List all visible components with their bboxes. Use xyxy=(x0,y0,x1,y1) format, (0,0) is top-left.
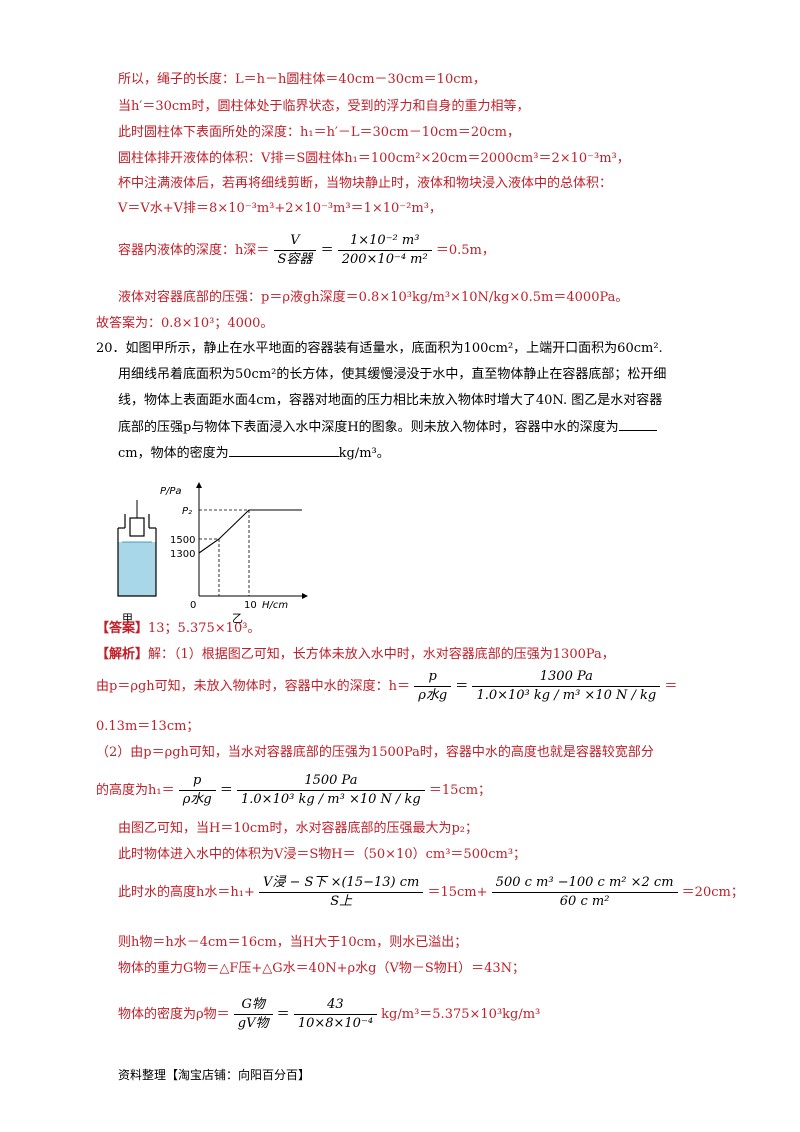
analysis-l11-eq: ＝ xyxy=(276,1007,290,1022)
depth-formula-eq: ＝ xyxy=(320,243,334,258)
analysis-line-5: 的高度为h₁＝ p ρ水g ＝ 1500 Pa 1.0×10³ kg / m³ … xyxy=(96,772,491,809)
analysis-l11-frac1: G物 gV物 xyxy=(233,996,273,1033)
analysis-l11-frac2-num: 43 xyxy=(293,996,378,1015)
q20-line-5: cm，物体的密度为 kg/m³。 xyxy=(118,444,390,463)
analysis-l2-suffix: ＝ xyxy=(664,679,678,694)
answer-blank-2 xyxy=(228,444,339,457)
solution-line-2: 当h′＝30cm时，圆柱体处于临界状态，受到的浮力和自身的重力相等， xyxy=(118,99,530,114)
analysis-line-11: 物体的密度为ρ物＝ G物 gV物 ＝ 43 10×8×10⁻⁴ kg/m³＝5.… xyxy=(118,996,540,1033)
analysis-line-6: 由图乙可知，当H＝10cm时，水对容器底部的压强最大为p₂； xyxy=(118,821,479,836)
analysis-l2-prefix: 由p＝ρgh可知，未放入物体时，容器中水的深度：h＝ xyxy=(96,679,411,694)
analysis-l8-frac2-den: 60 c m² xyxy=(559,894,610,909)
solution-line-6: V＝V水+V排＝8×10⁻³m³+2×10⁻³m³＝1×10⁻²m³， xyxy=(118,201,442,216)
container-diagram xyxy=(117,500,157,597)
q20-line-1: 20．如图甲所示，静止在水平地面的容器装有适量水，底面积为100cm²，上端开口… xyxy=(96,341,663,356)
analysis-l8-frac1: V浸 − S下 ×(15−13) cm S上 xyxy=(259,874,424,911)
analysis-line-10: 物体的重力G物＝△F压+△G水＝40N+ρ水g（V物－S物H）＝43N； xyxy=(118,961,525,976)
x-axis-label: H/cm xyxy=(262,600,288,611)
analysis-l11-frac2-den: 10×8×10⁻⁴ xyxy=(297,1016,374,1031)
analysis-l11-prefix: 物体的密度为ρ物＝ xyxy=(118,1007,230,1022)
pressure-graph: P/Pa H/cm P₂ 1500 1300 0 10 xyxy=(160,482,308,611)
analysis-l5-frac2-den: 1.0×10³ kg / m³ ×10 N / kg xyxy=(241,792,421,807)
tick-p2: P₂ xyxy=(182,506,192,517)
depth-fraction-2-den: 200×10⁻⁴ m² xyxy=(341,252,428,267)
water-fill xyxy=(118,542,156,596)
solution-line-1: 所以，绳子的长度：L＝h－h圆柱体＝40cm－30cm＝10cm， xyxy=(118,72,486,87)
tick-10: 10 xyxy=(244,600,257,611)
analysis-l8-mid: ＝15cm+ xyxy=(427,885,488,900)
analysis-line-4: （2）由p＝ρgh可知，当水对容器底部的压强为1500Pa时，容器中水的高度也就… xyxy=(96,745,654,760)
solution-line-4: 圆柱体排开液体的体积：V排＝S圆柱体h₁＝100cm²×20cm＝2000cm³… xyxy=(118,151,630,166)
analysis-l2-frac1: p ρ水g xyxy=(414,668,452,705)
depth-formula: 容器内液体的深度：h深＝ V S容器 ＝ 1×10⁻² m³ 200×10⁻⁴ … xyxy=(118,232,495,269)
depth-fraction-1: V S容器 xyxy=(273,232,317,269)
analysis-l2-frac2-den: 1.0×10³ kg / m³ ×10 N / kg xyxy=(476,688,657,703)
container-wide-part xyxy=(117,528,157,597)
answer-q20: 【答案】13；5.375×10³。 xyxy=(96,620,260,638)
solution-line-3: 此时圆柱体下表面所处的深度：h₁＝h′－L＝30cm－10cm＝20cm， xyxy=(118,125,520,140)
analysis-l5-frac1-num: p xyxy=(178,772,216,791)
analysis-line-3: 0.13m＝13cm； xyxy=(96,719,200,734)
previous-answer: 故答案为：0.8×10³；4000。 xyxy=(96,316,274,331)
answer-text: 13；5.375×10³。 xyxy=(148,621,261,636)
pressure-line: 液体对容器底部的压强：p＝ρ液gh深度＝0.8×10³kg/m³×10N/kg×… xyxy=(118,290,629,305)
answer-tag: 【答案】 xyxy=(96,621,149,636)
analysis-l2-frac1-num: p xyxy=(414,668,452,687)
analysis-line-2: 由p＝ρgh可知，未放入物体时，容器中水的深度：h＝ p ρ水g ＝ 1300 … xyxy=(96,668,677,705)
analysis-l2-eq: ＝ xyxy=(455,679,469,694)
figure-jia-yi: 甲 P/Pa H/cm P₂ 1500 1300 0 10 乙 xyxy=(117,482,308,625)
label-jia: 甲 xyxy=(122,612,133,625)
analysis-l5-frac2: 1500 Pa 1.0×10³ kg / m³ ×10 N / kg xyxy=(237,772,425,809)
q20-line-3: 线，物体上表面距水面4cm，容器对地面的压力相比未放入物体时增大了40N. 图乙… xyxy=(118,393,663,408)
q20-line-5-text: cm，物体的密度为 xyxy=(118,446,229,461)
q20-line-4-text: 底部的压强p与物体下表面浸入水中深度H的图象。则未放入物体时，容器中水的深度为 xyxy=(118,420,619,435)
analysis-l8-prefix: 此时水的高度h水＝h₁+ xyxy=(118,885,255,900)
analysis-l2-frac2: 1300 Pa 1.0×10³ kg / m³ ×10 N / kg xyxy=(472,668,661,705)
tick-0: 0 xyxy=(190,600,196,611)
depth-fraction-2-num: 1×10⁻² m³ xyxy=(337,232,432,251)
solution-line-5: 杯中注满液体后，若再将细线剪断，当物块静止时，液体和物块浸入液体中的总体积： xyxy=(118,176,613,191)
label-yi: 乙 xyxy=(232,612,243,625)
analysis-l1: 解：（1）根据图乙可知，长方体未放入水中时，水对容器底部的压强为1300Pa， xyxy=(148,647,615,662)
analysis-l8-frac1-num: V浸 − S下 ×(15−13) cm xyxy=(259,874,424,893)
analysis-l8-frac2-num: 500 c m³ −100 c m² ×2 cm xyxy=(491,874,678,893)
analysis-l5-prefix: 的高度为h₁＝ xyxy=(96,783,175,798)
depth-formula-prefix: 容器内液体的深度：h深＝ xyxy=(118,243,270,258)
analysis-l8-frac2: 500 c m³ −100 c m² ×2 cm 60 c m² xyxy=(491,874,678,911)
analysis-l5-frac1: p ρ水g xyxy=(178,772,216,809)
analysis-l11-frac1-den: gV物 xyxy=(237,1016,269,1031)
analysis-l5-suffix: ＝15cm； xyxy=(428,783,492,798)
analysis-l8-frac1-den: S上 xyxy=(330,894,353,909)
q20-line-5-unit: kg/m³。 xyxy=(338,446,390,461)
analysis-l11-suffix: kg/m³＝5.375×10³kg/m³ xyxy=(381,1007,541,1022)
tick-1300: 1300 xyxy=(170,549,195,560)
analysis-line-9: 则h物＝h水－4cm＝16cm，当H大于10cm，则水已溢出； xyxy=(118,935,468,950)
analysis-line-7: 此时物体进入水中的体积为V浸＝S物H＝（50×10）cm³＝500cm³； xyxy=(118,847,527,862)
cuboid-block xyxy=(129,517,145,537)
analysis-l11-frac2: 43 10×8×10⁻⁴ xyxy=(293,996,378,1033)
depth-fraction-1-den: S容器 xyxy=(277,252,313,267)
analysis-l8-suffix: ＝20cm； xyxy=(681,885,744,900)
analysis-line-8: 此时水的高度h水＝h₁+ V浸 − S下 ×(15−13) cm S上 ＝15c… xyxy=(118,874,744,911)
tick-1500: 1500 xyxy=(170,535,195,546)
analysis-tag: 【解析】 xyxy=(96,647,149,662)
analysis-l11-frac1-num: G物 xyxy=(233,996,273,1015)
depth-fraction-2: 1×10⁻² m³ 200×10⁻⁴ m² xyxy=(337,232,432,269)
analysis-line-1: 【解析】解：（1）根据图乙可知，长方体未放入水中时，水对容器底部的压强为1300… xyxy=(96,646,615,664)
analysis-l5-frac2-num: 1500 Pa xyxy=(237,772,425,791)
q20-line-4: 底部的压强p与物体下表面浸入水中深度H的图象。则未放入物体时，容器中水的深度为 xyxy=(118,418,657,437)
y-axis-label: P/Pa xyxy=(160,486,182,497)
analysis-l5-frac1-den: ρ水g xyxy=(182,792,212,807)
q20-line-2: 用细线吊着底面积为50cm²的长方体，使其缓慢浸没于水中，直至物体静止在容器底部… xyxy=(118,367,667,382)
analysis-l2-frac2-num: 1300 Pa xyxy=(472,668,661,687)
answer-blank-1 xyxy=(618,418,657,431)
analysis-l5-eq: ＝ xyxy=(219,783,233,798)
pressure-curve xyxy=(198,509,302,554)
depth-formula-suffix: ＝0.5m， xyxy=(435,243,495,258)
analysis-l2-frac1-den: ρ水g xyxy=(418,688,448,703)
footer-note: 资料整理【淘宝店铺：向阳百分百】 xyxy=(118,1068,311,1082)
depth-fraction-1-num: V xyxy=(273,232,317,251)
